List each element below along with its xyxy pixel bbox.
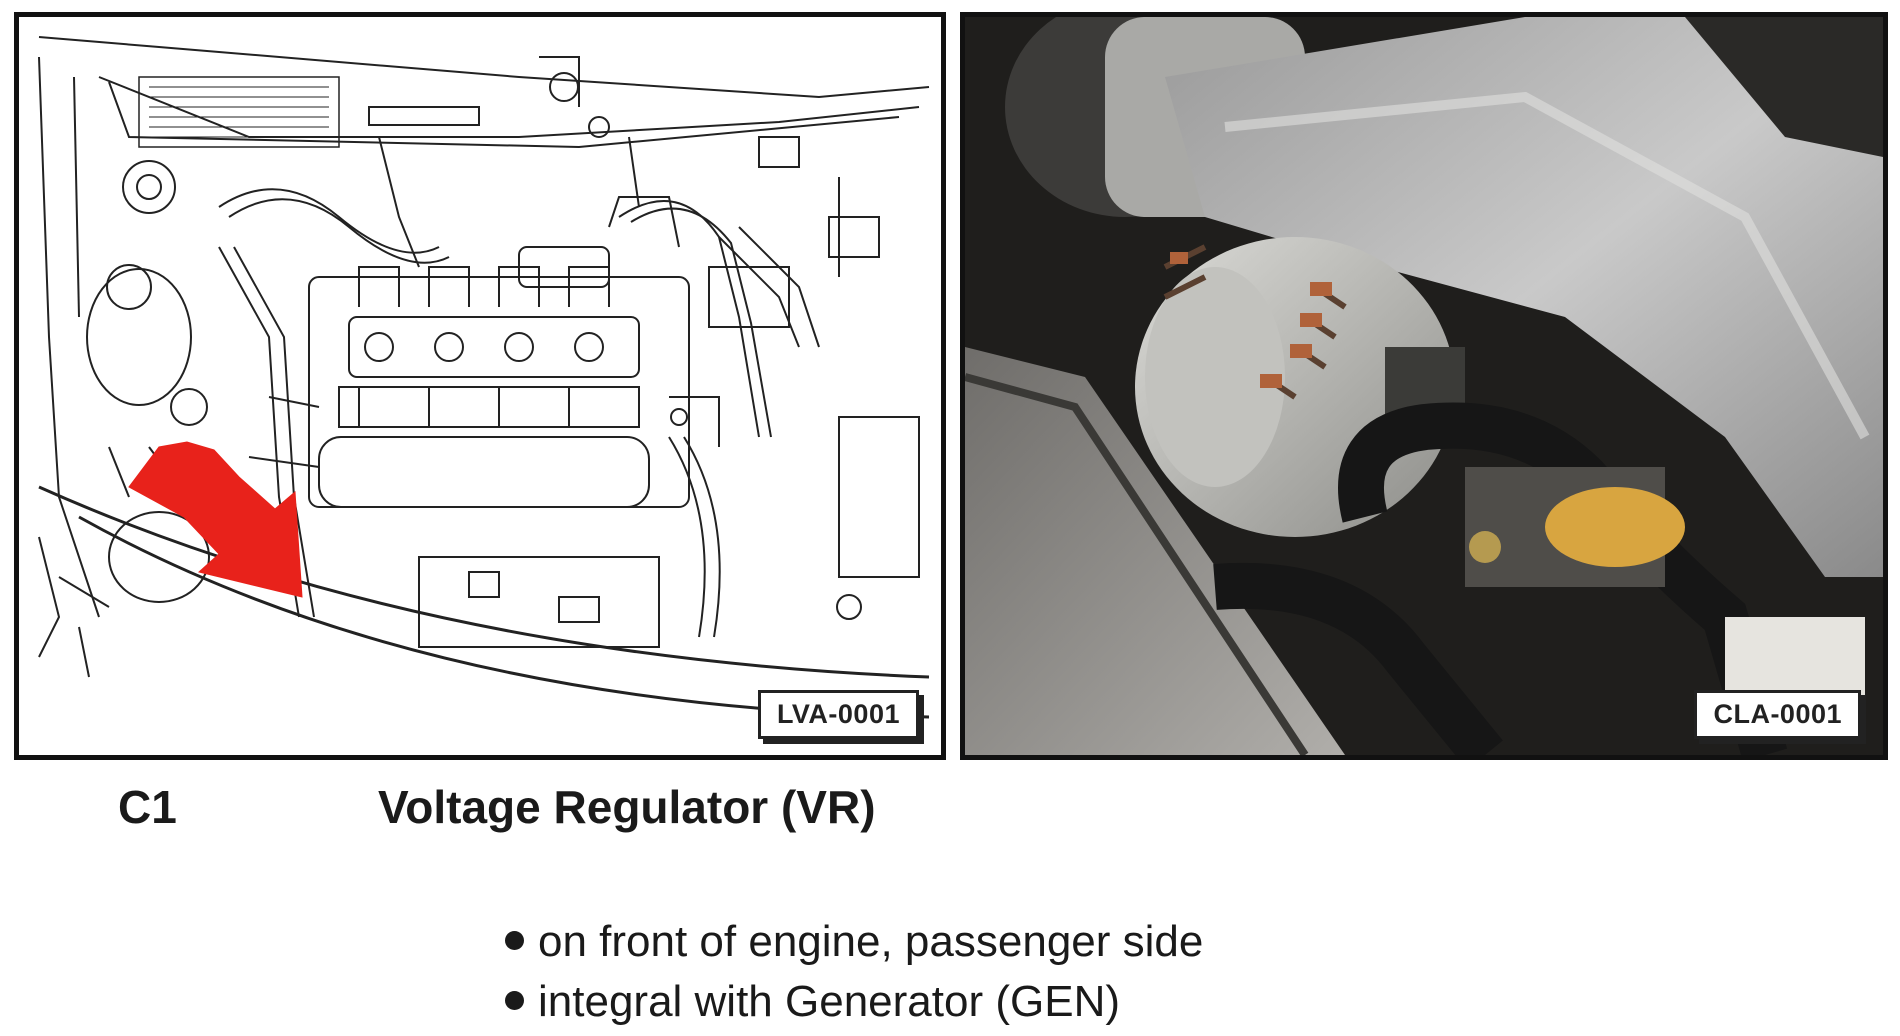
photo-rendition bbox=[965, 17, 1883, 755]
bullet-icon bbox=[505, 930, 524, 950]
generator-photo: CLA-0001 bbox=[960, 12, 1888, 760]
location-arrow bbox=[128, 441, 303, 598]
location-notes-list: on front of engine, passenger side integ… bbox=[505, 912, 1203, 1032]
engine-bay-diagram: LVA-0001 bbox=[14, 12, 946, 760]
engine-line-drawing bbox=[38, 36, 930, 719]
list-item: on front of engine, passenger side bbox=[505, 912, 1203, 972]
list-item: integral with Generator (GEN) bbox=[505, 972, 1203, 1032]
note-text: integral with Generator (GEN) bbox=[538, 977, 1120, 1026]
figure-label-left: LVA-0001 bbox=[757, 690, 919, 739]
note-text: on front of engine, passenger side bbox=[538, 917, 1204, 966]
component-title: Voltage Regulator (VR) bbox=[378, 781, 876, 833]
bullet-icon bbox=[505, 990, 524, 1010]
component-code: C1 bbox=[118, 781, 177, 833]
figure-label-right: CLA-0001 bbox=[1694, 690, 1861, 739]
